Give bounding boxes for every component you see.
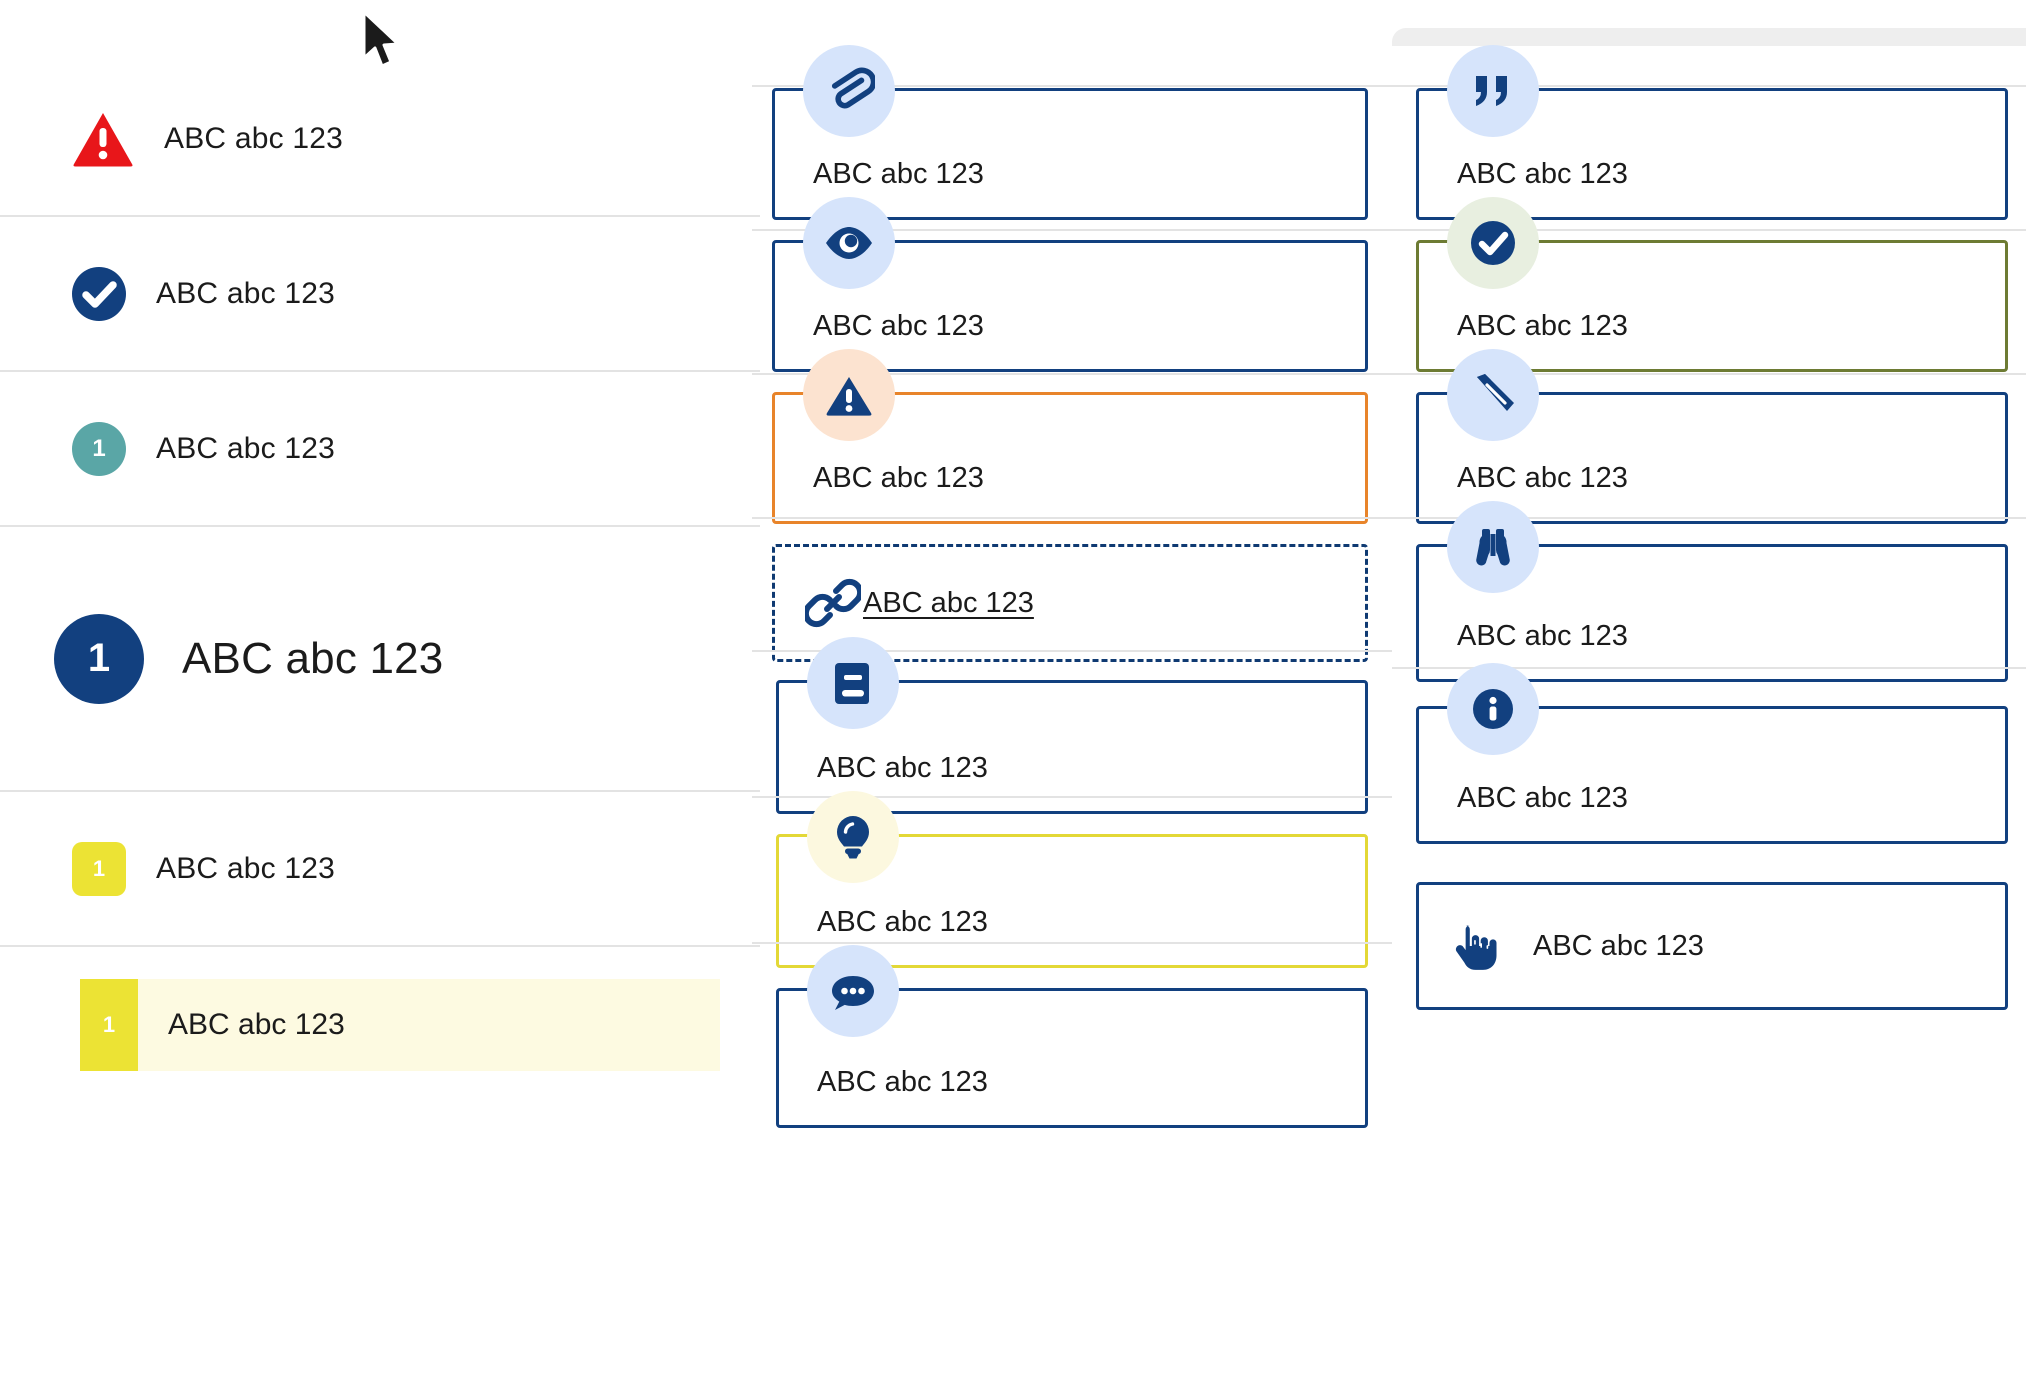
- card-label: ABC abc 123: [1457, 158, 1628, 190]
- card-label: ABC abc 123: [813, 462, 984, 494]
- list-item-label: ABC abc 123: [156, 276, 335, 310]
- info-circle-icon: [1447, 663, 1539, 755]
- list-item[interactable]: ABC abc 123: [0, 217, 760, 372]
- list-item-label: ABC abc 123: [164, 121, 343, 155]
- middle-card-column: ABC abc 123 ABC abc 123 AB: [752, 0, 1392, 1128]
- card-label: ABC abc 123: [813, 158, 984, 190]
- badge-number: 1: [102, 1011, 116, 1037]
- link-chain-icon: [805, 575, 861, 631]
- card-label: ABC abc 123: [817, 1066, 988, 1098]
- number-square-yellow-icon: 1: [80, 978, 138, 1071]
- card-link-label[interactable]: ABC abc 123: [863, 586, 1034, 619]
- list-item-label: ABC abc 123: [168, 1007, 345, 1041]
- speech-bubble-icon: [807, 945, 899, 1037]
- lightbulb-icon: [807, 791, 899, 883]
- list-item-selected[interactable]: 1 ABC abc 123: [0, 947, 760, 1102]
- card-label: ABC abc 123: [1533, 929, 1704, 962]
- card-label: ABC abc 123: [817, 752, 988, 784]
- card-overview[interactable]: ABC abc 123: [1416, 501, 2008, 682]
- warning-triangle-icon: [72, 111, 134, 167]
- card-tip[interactable]: ABC abc 123: [776, 791, 1368, 968]
- card-action[interactable]: ABC abc 123: [1416, 882, 2008, 1010]
- left-list-column: ABC abc 123 ABC abc 123 1 ABC abc 123 1 …: [0, 0, 760, 1392]
- list-item[interactable]: 1 ABC abc 123: [0, 792, 760, 947]
- quote-marks-icon: [1447, 45, 1539, 137]
- card-success[interactable]: ABC abc 123: [1416, 197, 2008, 372]
- list-item-label: ABC abc 123: [156, 851, 335, 885]
- badge-number: 1: [87, 636, 111, 680]
- panel-edge-decoration: [1392, 28, 2026, 46]
- paperclip-icon: [803, 45, 895, 137]
- warning-triangle-icon: [803, 349, 895, 441]
- badge-number: 1: [92, 434, 106, 462]
- check-circle-icon: [72, 266, 126, 321]
- binoculars-icon: [1447, 501, 1539, 593]
- number-square-yellow-icon: 1: [72, 841, 126, 896]
- card-comment[interactable]: ABC abc 123: [776, 945, 1368, 1128]
- check-circle-icon: [1447, 197, 1539, 289]
- pencil-icon: [1447, 349, 1539, 441]
- badge-number: 1: [92, 855, 106, 881]
- eye-icon: [803, 197, 895, 289]
- card-label: ABC abc 123: [1457, 310, 1628, 342]
- list-item[interactable]: ABC abc 123: [0, 62, 760, 217]
- card-label: ABC abc 123: [1457, 620, 1628, 652]
- book-icon: [807, 637, 899, 729]
- card-info[interactable]: ABC abc 123: [1416, 663, 2008, 844]
- card-label: ABC abc 123: [1457, 782, 1628, 814]
- card-warning[interactable]: ABC abc 123: [772, 349, 1368, 524]
- right-card-column: ABC abc 123 ABC abc 123 ABC abc 123: [1392, 0, 2026, 1010]
- list-item-label: ABC abc 123: [156, 431, 335, 465]
- number-circle-teal-icon: 1: [72, 421, 126, 476]
- card-attachment[interactable]: ABC abc 123: [772, 45, 1368, 220]
- card-label: ABC abc 123: [813, 310, 984, 342]
- list-item-label: ABC abc 123: [182, 633, 444, 683]
- card-visibility[interactable]: ABC abc 123: [772, 197, 1368, 372]
- number-circle-navy-large-icon: 1: [54, 613, 144, 704]
- highlight-wrapper: 1 ABC abc 123: [80, 978, 720, 1071]
- card-quote[interactable]: ABC abc 123: [1416, 45, 2008, 220]
- list-item[interactable]: 1 ABC abc 123: [0, 372, 760, 527]
- card-glossary[interactable]: ABC abc 123: [776, 637, 1368, 814]
- card-label: ABC abc 123: [1457, 462, 1628, 494]
- card-edit[interactable]: ABC abc 123: [1416, 349, 2008, 524]
- list-item[interactable]: 1 ABC abc 123: [0, 527, 760, 792]
- card-label: ABC abc 123: [817, 906, 988, 938]
- mouse-cursor-icon: [360, 10, 406, 74]
- pointing-hand-icon: [1447, 917, 1505, 975]
